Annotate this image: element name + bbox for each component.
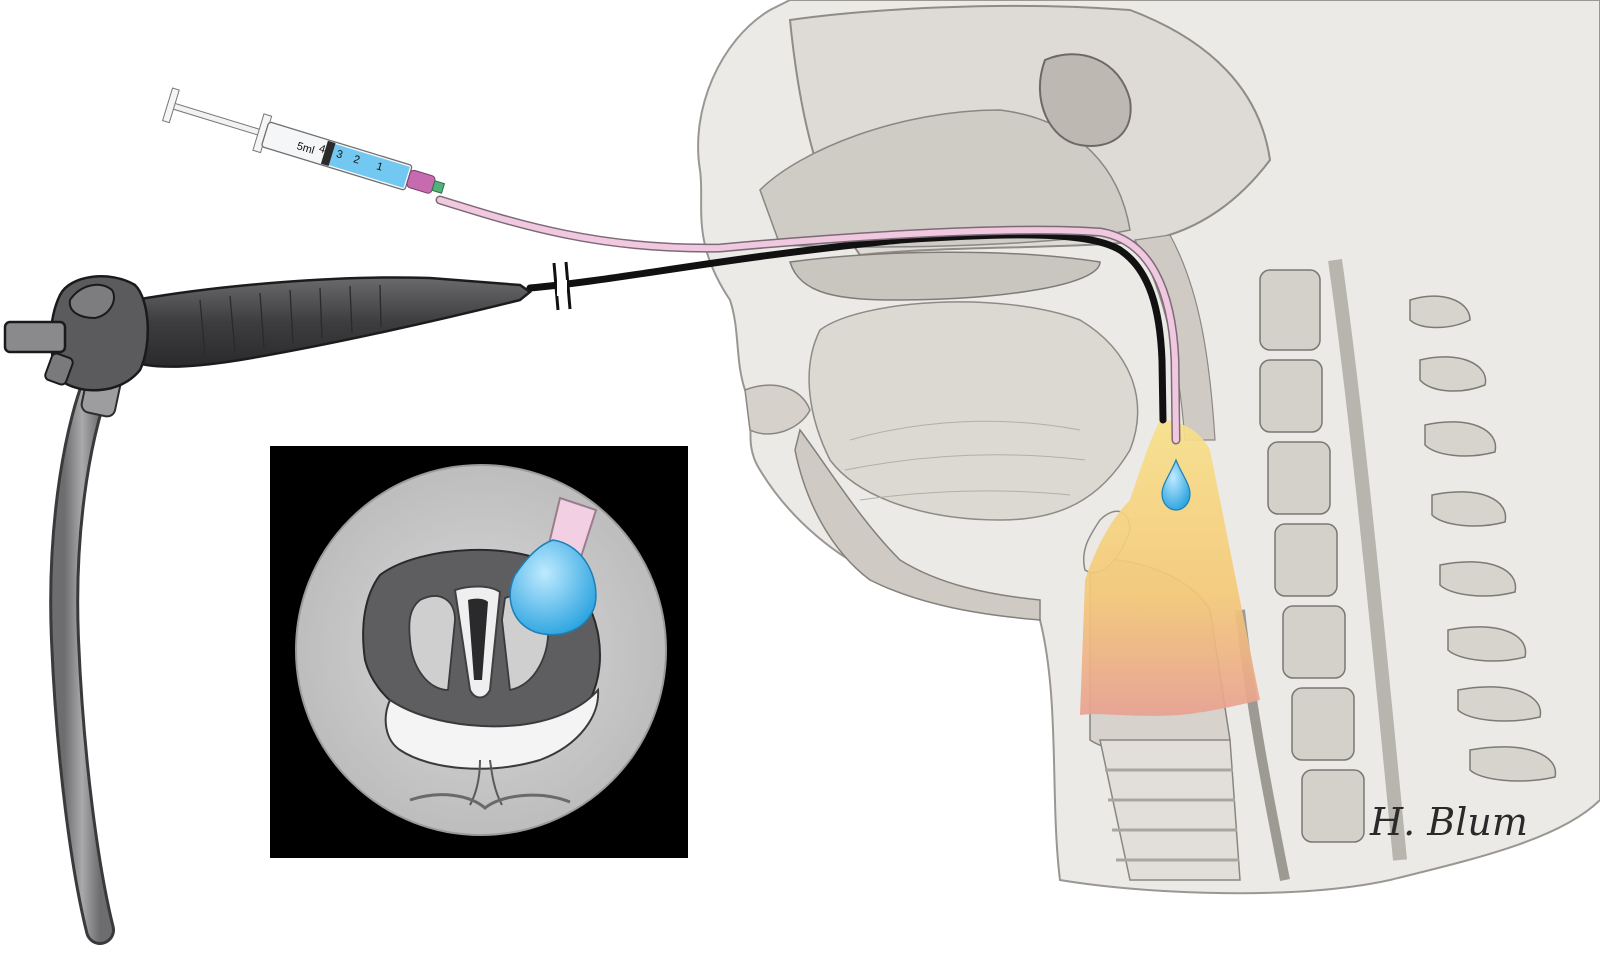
anesthetized-region [1080,420,1260,716]
syringe-mark-4: 4 [318,143,327,156]
vertebra [1259,269,1321,351]
tube-break-marks [552,261,572,311]
syringe-icon[interactable]: 5ml 4 3 2 1 [161,86,449,207]
epiglottis-view [384,687,600,770]
cervical-spine [1259,269,1365,843]
syringe-thumb-rest [161,87,180,124]
syringe-mark-3: 3 [335,148,344,161]
tongue [808,301,1139,521]
syringe-volume-label: 5ml [295,140,315,157]
vertebra [1267,441,1331,515]
anesthetic-drop-in-view [509,539,597,636]
tracheal-rings [1105,768,1239,862]
vertebra [1259,359,1323,433]
spray-catheter-inner [437,197,1179,443]
glottis-opening [468,598,488,680]
spinous-processes [1409,295,1557,782]
endoscopic-view-icon [270,446,688,858]
suction-port[interactable] [44,352,74,386]
syringe-mark-1: 1 [375,160,384,173]
arytenoid-left [408,595,456,691]
tongue-fibers [844,420,1086,501]
vertebra [1282,605,1346,679]
syringe-stopper [320,140,336,167]
scope-eyepiece[interactable] [3,320,67,354]
artist-signature: H. Blum [1369,800,1528,844]
vertebra [1301,769,1365,843]
flexible-bronchoscope-icon[interactable] [3,275,533,945]
trachea [1099,739,1241,881]
vertebra [1274,523,1338,597]
syringe-liquid [326,143,410,188]
scope-grip-ridges [199,284,382,356]
vertebra [1291,687,1355,761]
syringe-connector [431,180,446,194]
tongue-base-view [409,793,571,810]
insertion-tube [526,231,1167,424]
nasal-cavity [759,109,1131,248]
lips [744,384,811,435]
scope-handle-body [128,276,533,369]
angulation-lever[interactable] [68,283,115,320]
sphenoid-sinus [1039,53,1132,147]
spinal-canal [1328,259,1407,861]
mandible [794,428,1041,621]
light-guide-cable-highlight [52,363,112,942]
tube-break-gap [557,280,567,296]
syringe-plunger[interactable] [170,102,265,138]
hard-palate [789,251,1101,301]
anesthetic-drop-icon [1161,458,1191,511]
syringe-mark-2: 2 [352,153,361,166]
